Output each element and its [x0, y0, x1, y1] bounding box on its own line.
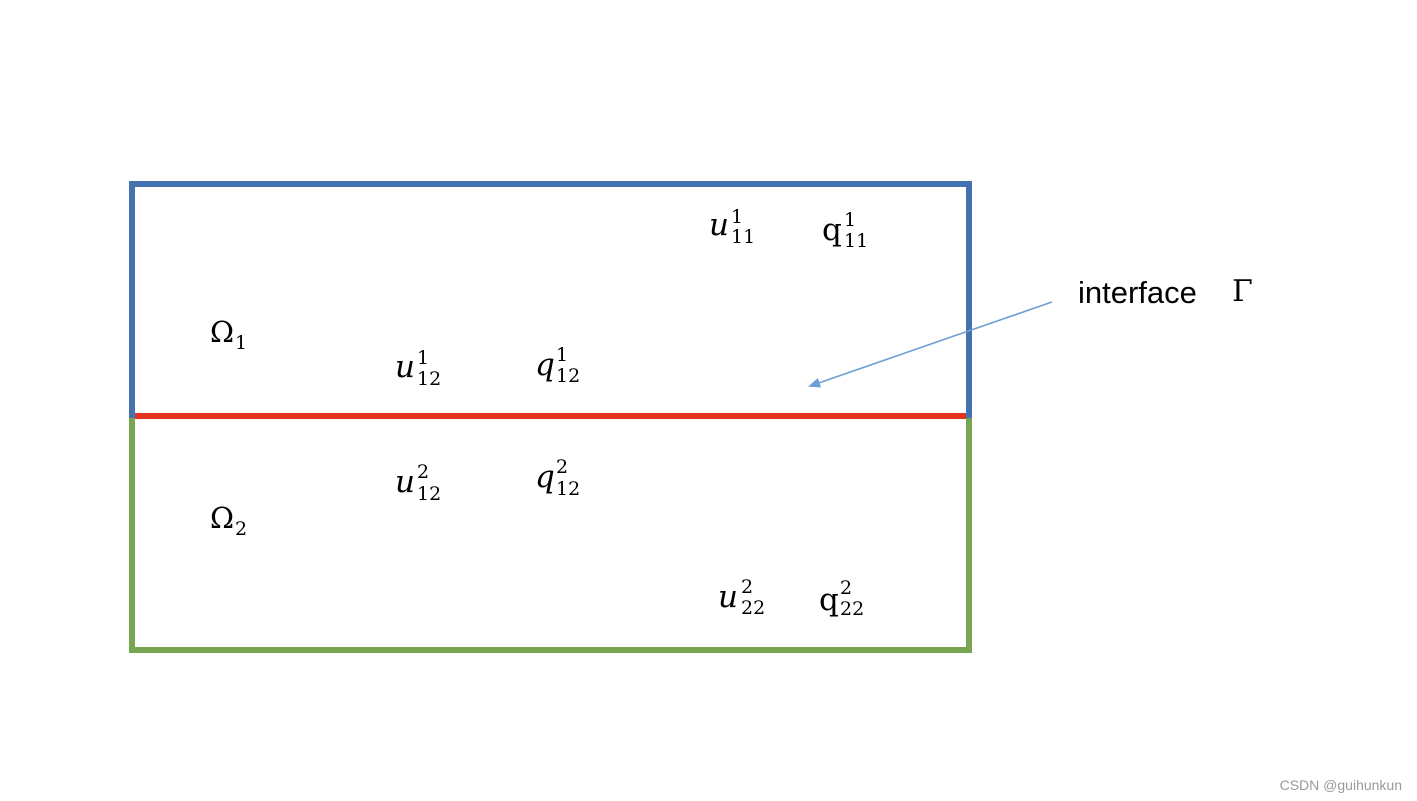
svg-text:1: 1 [417, 347, 429, 369]
variable-q11-1: q 1 11 [822, 209, 868, 252]
variable-u11-1: u 1 11 [709, 206, 755, 248]
variable-u12-2: u 2 12 [395, 461, 441, 505]
svg-text:u: u [709, 207, 729, 243]
region-omega-2: Ω2 [210, 501, 247, 540]
variable-q12-2: q 2 12 [535, 456, 580, 500]
svg-text:11: 11 [844, 230, 868, 252]
svg-text:1: 1 [731, 206, 743, 228]
svg-text:q: q [535, 459, 555, 495]
svg-text:u: u [395, 349, 415, 385]
svg-text:2: 2 [840, 577, 852, 599]
variable-q22-2: q 2 22 [819, 577, 864, 620]
svg-text:u: u [718, 579, 738, 615]
svg-text:q: q [819, 582, 839, 618]
variable-u12-1: u 1 12 [395, 347, 441, 390]
lower-boundary [129, 418, 972, 653]
interface-label: interface [1078, 275, 1197, 310]
svg-text:22: 22 [741, 597, 765, 619]
svg-text:11: 11 [731, 226, 755, 248]
svg-text:q: q [822, 212, 842, 248]
svg-text:u: u [395, 464, 415, 500]
svg-text:12: 12 [556, 365, 580, 387]
interface-symbol: Γ [1232, 274, 1253, 309]
svg-text:2: 2 [556, 456, 568, 478]
variable-q12-1: q 1 12 [535, 344, 580, 387]
svg-text:q: q [535, 347, 555, 383]
svg-text:12: 12 [417, 483, 441, 505]
svg-text:1: 1 [844, 209, 856, 231]
svg-text:1: 1 [556, 344, 568, 366]
variable-u22-2: u 2 22 [718, 576, 765, 619]
svg-text:2: 2 [417, 461, 429, 483]
region-omega-1: Ω1 [210, 315, 247, 354]
upper-boundary [129, 181, 972, 418]
watermark: CSDN @guihunkun [1280, 777, 1402, 793]
svg-text:2: 2 [741, 576, 753, 598]
interface-arrow [808, 301, 1053, 388]
svg-text:12: 12 [417, 368, 441, 390]
svg-text:22: 22 [840, 598, 864, 620]
svg-text:12: 12 [556, 478, 580, 500]
